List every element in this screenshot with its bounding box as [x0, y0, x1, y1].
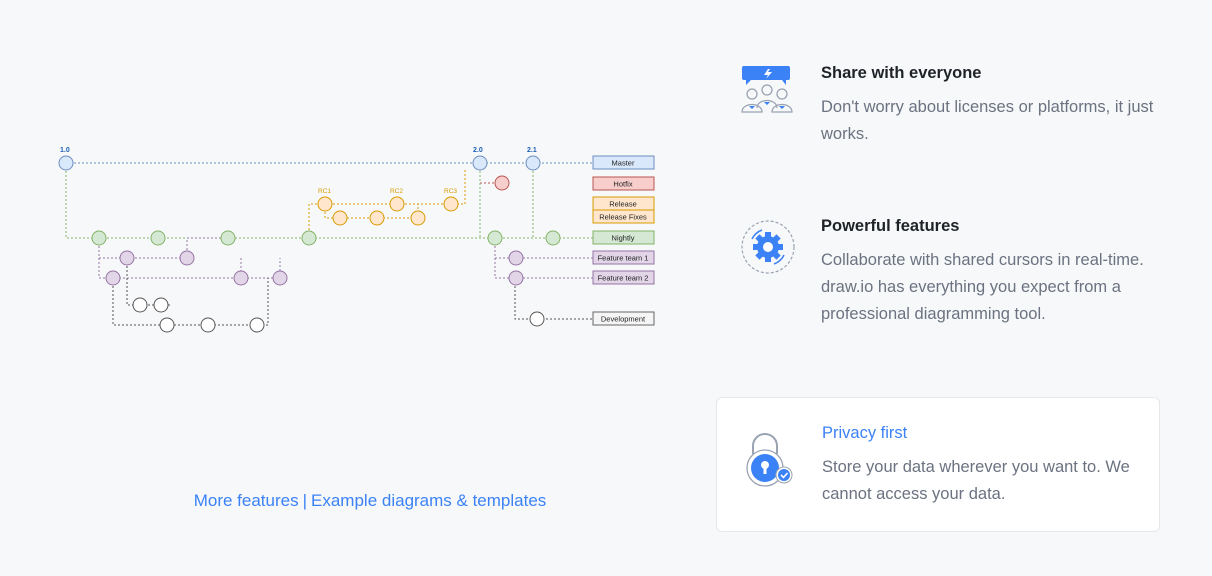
- legend-label: Nightly: [612, 234, 635, 243]
- node-dev: [132, 297, 148, 313]
- legend-label: Feature team 1: [598, 254, 649, 263]
- node-release: [389, 196, 405, 212]
- legend-label: Release Fixes: [599, 213, 647, 222]
- feature-privacy[interactable]: Privacy first Store your data wherever y…: [716, 397, 1160, 532]
- node-release-fix: [369, 210, 385, 226]
- node-master: [58, 155, 74, 171]
- node-dev: [249, 317, 265, 333]
- node-feature: [179, 250, 195, 266]
- feature-description: Don't worry about licenses or platforms,…: [821, 98, 1154, 143]
- node-release-fix: [410, 210, 426, 226]
- rc-label: RC2: [390, 188, 403, 195]
- legend-box: [592, 155, 655, 170]
- version-label: 2.1: [527, 147, 537, 154]
- feature-title: Share with everyone: [821, 64, 982, 82]
- lock-icon: [739, 428, 801, 490]
- legend-label: Hotfix: [613, 180, 632, 189]
- legend-label: Master: [612, 159, 635, 168]
- node-nightly: [91, 230, 107, 246]
- node-master: [472, 155, 488, 171]
- node-nightly: [150, 230, 166, 246]
- feature-title: Powerful features: [821, 217, 960, 235]
- node-release-fix: [332, 210, 348, 226]
- node-nightly: [487, 230, 503, 246]
- link-separator: |: [302, 491, 308, 510]
- node-master: [525, 155, 541, 171]
- node-feature: [119, 250, 135, 266]
- node-feature: [508, 250, 524, 266]
- more-features-link[interactable]: More features: [193, 491, 299, 510]
- legend-box: [592, 176, 655, 191]
- feature-powerful: Powerful features Collaborate with share…: [716, 215, 1160, 328]
- legend-box: [592, 311, 655, 326]
- node-feature: [272, 270, 288, 286]
- node-dev: [159, 317, 175, 333]
- node-dev: [153, 297, 169, 313]
- legend-box: [592, 250, 655, 265]
- share-people-icon: [738, 62, 800, 124]
- node-release: [317, 196, 333, 212]
- feature-description: Store your data wherever you want to. We…: [822, 458, 1130, 503]
- node-release: [443, 196, 459, 212]
- version-label: 2.0: [473, 147, 483, 154]
- git-branching-diagram: 1.0 2.0 2.1 RC1 RC2 RC3 Master Hotfix Re…: [50, 140, 670, 340]
- gear-icon: [738, 215, 800, 277]
- legend-label: Feature team 2: [598, 274, 649, 283]
- node-hotfix: [494, 175, 510, 191]
- node-feature: [508, 270, 524, 286]
- legend-box: [592, 270, 655, 285]
- legend-box: [592, 230, 655, 245]
- node-feature: [105, 270, 121, 286]
- rc-label: RC1: [318, 188, 331, 195]
- legend-label: Development: [601, 315, 646, 324]
- node-nightly: [301, 230, 317, 246]
- example-diagrams-link[interactable]: Example diagrams & templates: [311, 491, 547, 510]
- node-dev: [200, 317, 216, 333]
- feature-description: Collaborate with shared cursors in real-…: [821, 251, 1144, 323]
- feature-share: Share with everyone Don't worry about li…: [716, 62, 1160, 148]
- node-nightly: [545, 230, 561, 246]
- diagram-svg: 1.0 2.0 2.1 RC1 RC2 RC3 Master Hotfix Re…: [58, 147, 655, 333]
- legend-label: Release: [609, 200, 637, 209]
- legend-box: [592, 209, 655, 224]
- node-feature: [233, 270, 249, 286]
- version-label: 1.0: [60, 147, 70, 154]
- node-dev: [529, 311, 545, 327]
- feature-title: Privacy first: [822, 424, 908, 442]
- footer-links: More features|Example diagrams & templat…: [0, 491, 740, 511]
- node-nightly: [220, 230, 236, 246]
- rc-label: RC3: [444, 188, 457, 195]
